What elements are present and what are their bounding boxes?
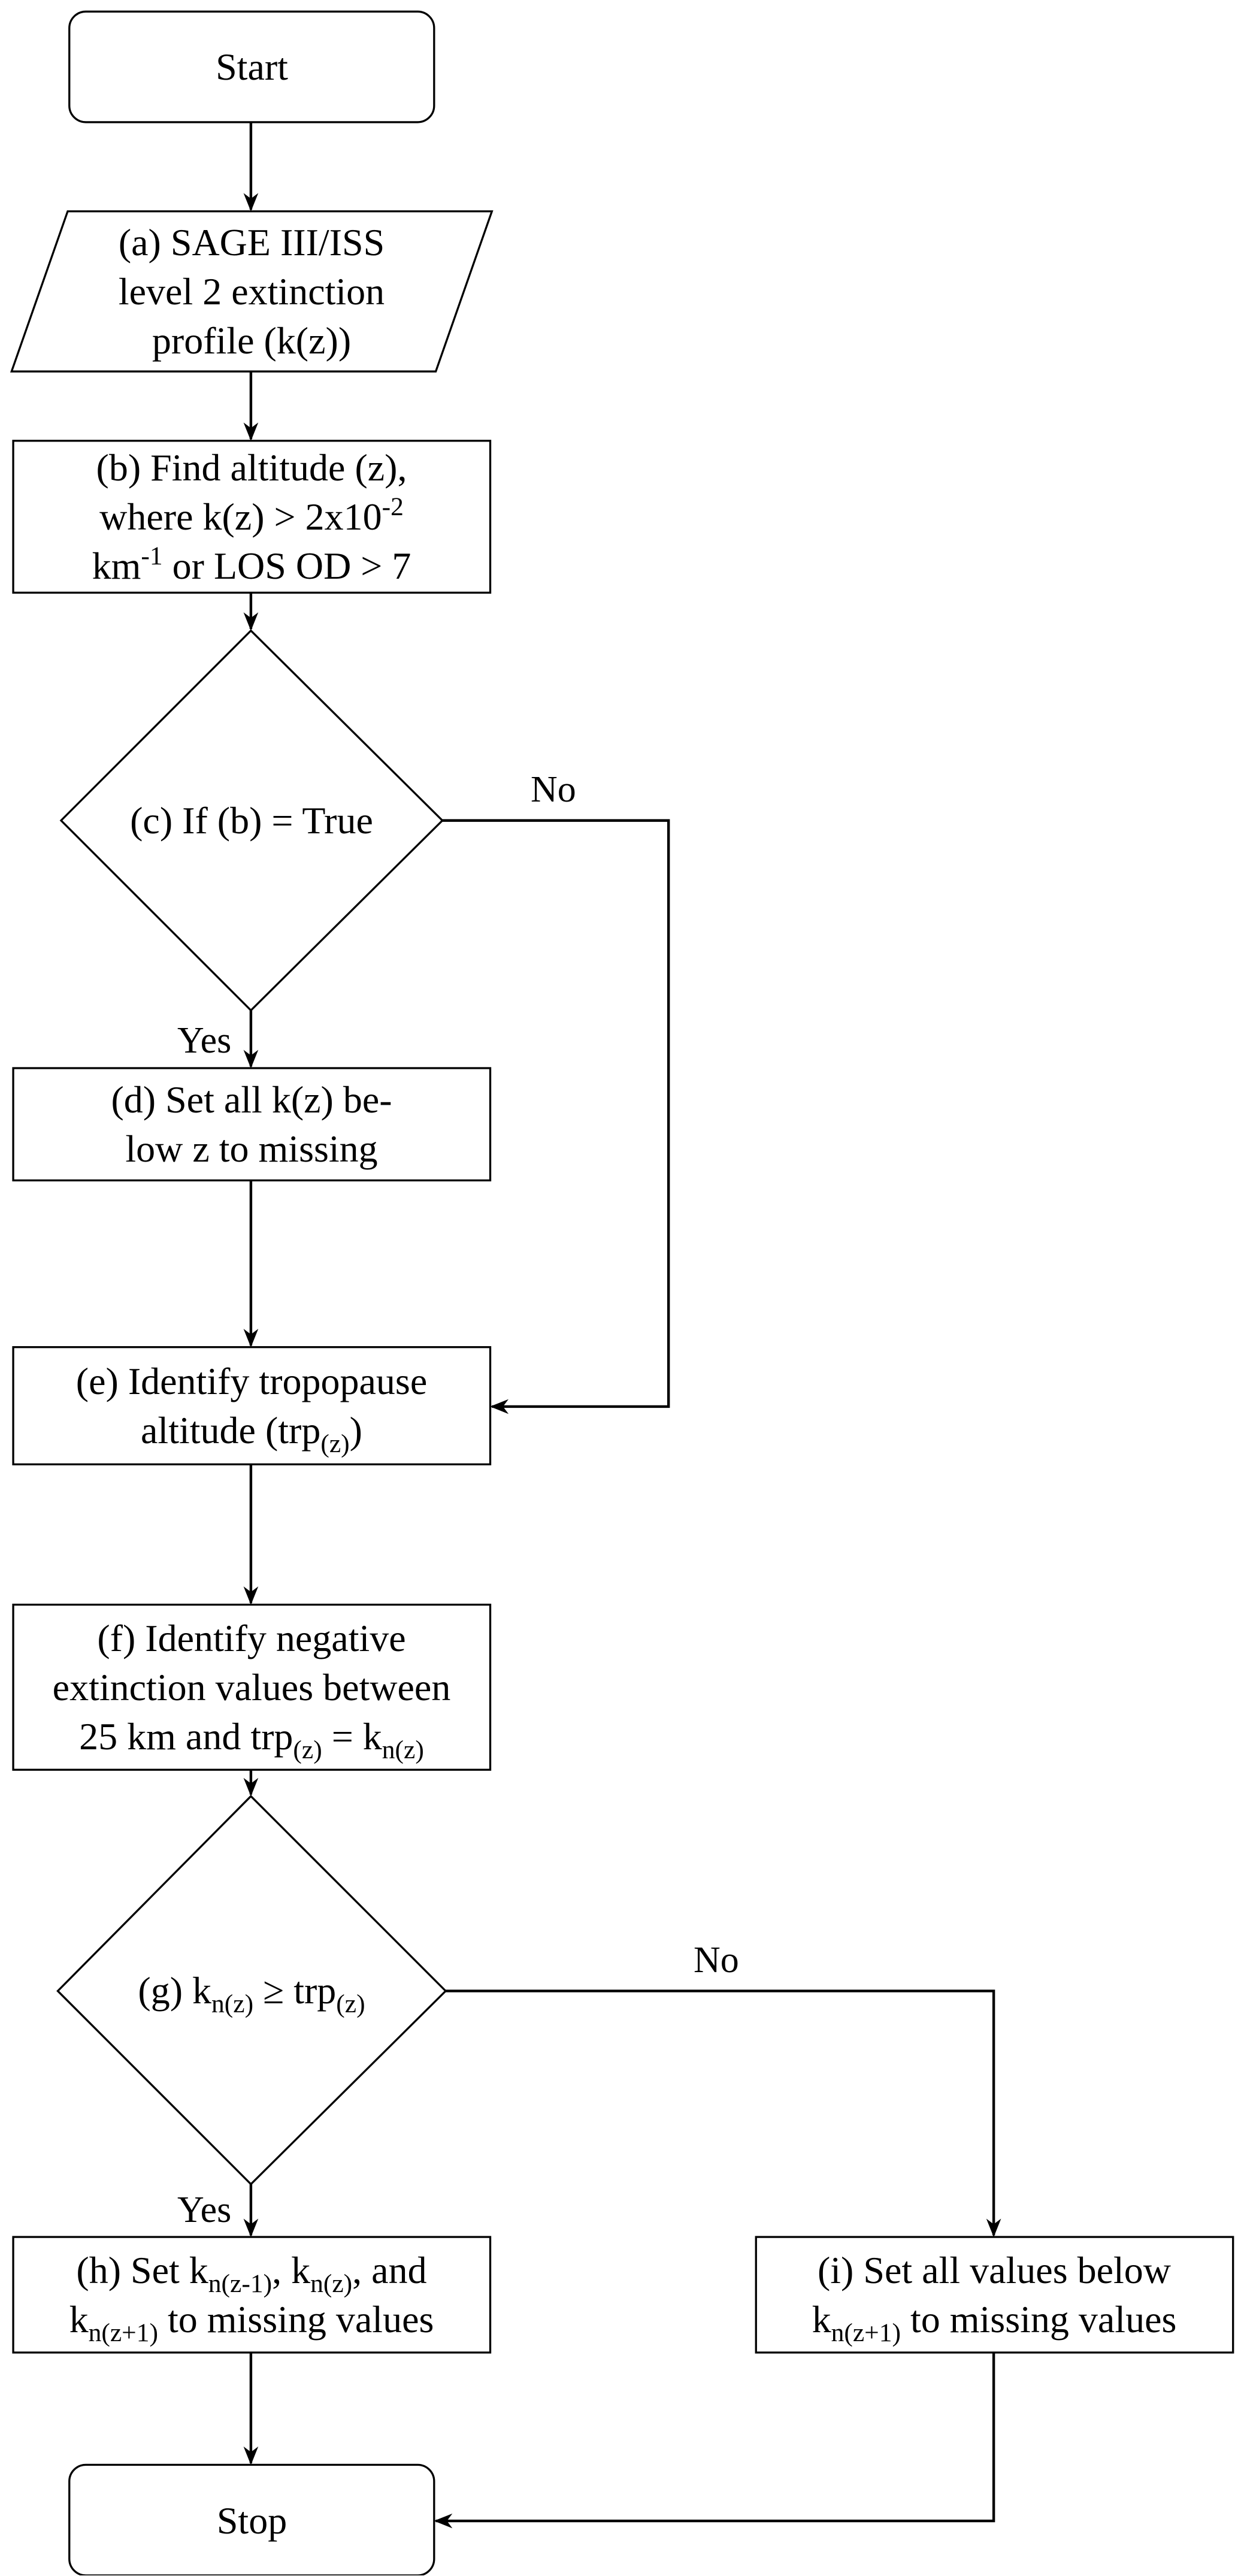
node-b-line-2: where k(z) > 2x10-2 [99, 492, 404, 538]
node-h-line-2: kn(z+1) to missing values [69, 2297, 434, 2347]
node-i-line-1: (i) Set all values below [817, 2248, 1172, 2291]
node-h-process-box [12, 2236, 492, 2354]
node-e-label: (e) Identify tropopause altitude (trp(z)… [13, 1347, 490, 1465]
node-a-line-1: (a) SAGE III/ISS [118, 220, 385, 264]
node-h-line-1: (h) Set kn(z-1), kn(z), and [76, 2248, 427, 2298]
start-label: Start [69, 11, 434, 122]
node-a-label: (a) SAGE III/ISS level 2 extinction prof… [36, 211, 467, 371]
node-i-label: (i) Set all values below kn(z+1) to miss… [756, 2237, 1233, 2353]
node-d-process-box [12, 1067, 492, 1182]
node-b-process-box [12, 440, 492, 594]
node-b-line-3: km-1 or LOS OD > 7 [92, 541, 411, 587]
edge-i-to-stop [434, 2352, 995, 2529]
node-h-label: (h) Set kn(z-1), kn(z), and kn(z+1) to m… [13, 2237, 490, 2353]
node-a-line-3: profile (k(z)) [152, 319, 352, 362]
edge-c-to-e-no [442, 819, 670, 1414]
c-no-label: No [531, 769, 576, 810]
node-b-label: (b) Find altitude (z), where k(z) > 2x10… [13, 441, 490, 592]
c-yes-label: Yes [177, 1020, 232, 1061]
node-d-line-1: (d) Set all k(z) be- [111, 1078, 392, 1121]
node-e-line-1: (e) Identify tropopause [75, 1360, 428, 1402]
node-a-data-parallelogram [10, 210, 494, 373]
node-f-line-2: extinction values between [52, 1666, 451, 1709]
stop-label: Stop [69, 2465, 434, 2576]
node-b-line-1: (b) Find altitude (z), [96, 446, 407, 489]
node-e-process-box [12, 1346, 492, 1466]
node-i-line-2: kn(z+1) to missing values [812, 2297, 1177, 2347]
node-c-label: (c) If (b) = True [130, 799, 373, 842]
node-d-line-2: low z to missing [125, 1127, 378, 1170]
node-f-line-3: 25 km and trp(z) = kn(z) [79, 1715, 424, 1765]
g-yes-label: Yes [177, 2190, 232, 2230]
node-e-line-2: altitude (trp(z)) [141, 1409, 362, 1459]
stop-text: Stop [216, 2499, 287, 2542]
start-text: Start [216, 45, 288, 88]
node-a-line-2: level 2 extinction [118, 270, 385, 313]
node-f-label: (f) Identify negative extinction values … [13, 1605, 490, 1770]
node-i-process-box [755, 2236, 1234, 2354]
g-no-label: No [694, 1940, 739, 1981]
node-g-label: (g) kn(z) ≥ trp(z) [138, 1969, 365, 2019]
edge-g-to-i-no [446, 1990, 1001, 2238]
node-f-line-1: (f) Identify negative [97, 1617, 406, 1659]
node-d-label: (d) Set all k(z) be- low z to missing [13, 1068, 490, 1181]
